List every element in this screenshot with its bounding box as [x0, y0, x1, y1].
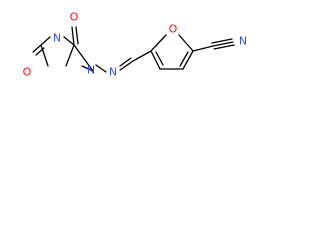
bond-furan-c2-c3 — [182, 50, 194, 70]
atom-nitrogen-nitrile: N — [239, 35, 247, 48]
atom-nitrogen-imine: N — [109, 66, 117, 79]
bond-furan-o-c2 — [178, 34, 194, 52]
bond-c-o-top-b — [75, 26, 79, 45]
bond-furan-c2-c3-inner — [179, 51, 189, 67]
bond-furan-c5-o — [150, 34, 167, 52]
bond-c2-o-carbonyl-b — [35, 47, 45, 56]
atom-oxygen-top: O — [70, 11, 79, 24]
bond-n-ch-a — [119, 60, 134, 71]
bond-c2-n3 — [40, 44, 49, 67]
bond-n1-c5 — [63, 36, 75, 46]
bond-n-ch-b — [119, 57, 132, 67]
bond-c4-c5 — [73, 44, 94, 72]
atom-nitrogen-ring-bottom: N — [87, 64, 95, 77]
atom-oxygen-left: O — [23, 66, 32, 79]
bond-c2-n1 — [40, 36, 51, 46]
bond-furan-c4-c5 — [150, 50, 161, 70]
atom-oxygen-furan: O — [169, 23, 178, 36]
bond-cn-triple-c — [213, 44, 235, 50]
bond-c2-o-carbonyl-a — [32, 44, 42, 53]
bond-ch-furan — [132, 50, 152, 62]
bond-n-n — [95, 64, 107, 73]
bond-cn-triple-b — [211, 38, 233, 44]
atom-nitrogen-ring-top: N — [53, 32, 61, 45]
molecule-structure: O N O N N O N — [23, 11, 247, 79]
bond-c-cn — [192, 45, 214, 52]
bond-furan-c4-c5-inner — [155, 51, 164, 66]
bond-cn-triple-a — [212, 41, 234, 47]
bond-n3-c4 — [81, 65, 94, 72]
bond-c5-n3 — [65, 44, 75, 67]
bond-c-o-top-a — [71, 26, 75, 46]
